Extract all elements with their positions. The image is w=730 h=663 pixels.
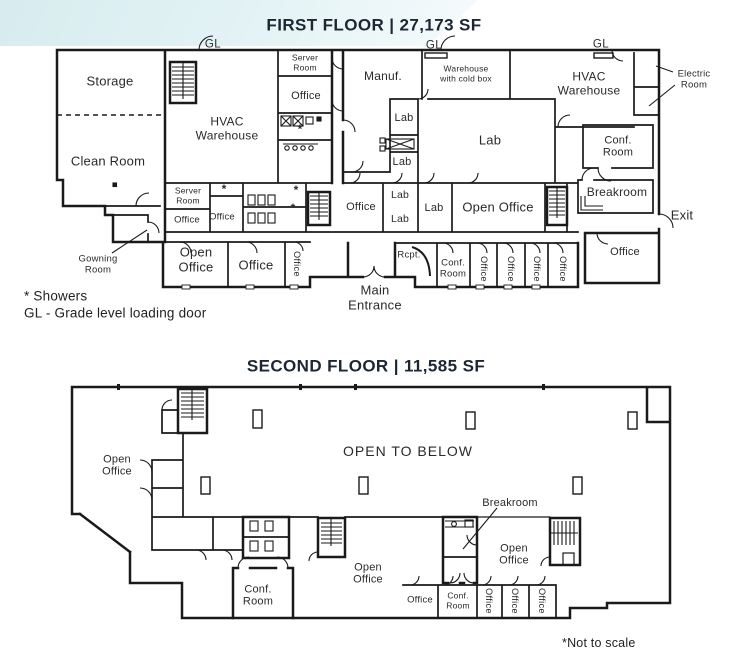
room-label-open-office-mid: Open Office [462, 199, 534, 215]
room-label-hvac-warehouse-left: HVAC Warehouse [195, 114, 259, 142]
legend-grade-level: GL - Grade level loading door [24, 305, 207, 321]
legend-showers: * Showers [24, 288, 88, 304]
room-label-main-entrance: Main Entrance [348, 282, 402, 312]
room-label-office-labrow: Office [346, 200, 376, 213]
floor2-interior-walls [151, 409, 575, 619]
room-label-open-office-bottom: Open Office [178, 244, 214, 274]
room-label-clean-room: Clean Room [70, 153, 146, 169]
floor1-doors-and-fixtures [111, 35, 676, 290]
room-label-f2-office-vertical-2: Office [510, 588, 521, 614]
room-label-office-top: Office [291, 89, 321, 102]
room-label-conf-room-entry: Conf. Room [439, 257, 467, 279]
room-label-server-room-mid: Server Room [174, 185, 202, 205]
floor2-doors-and-fixtures [117, 384, 638, 586]
room-label-f2-conf-room-left: Conf. Room [242, 583, 274, 608]
room-label-office-vertical-3: Office [506, 256, 517, 282]
shower-marker: * [221, 182, 227, 197]
floor2-title: SECOND FLOOR | 11,585 SF [246, 356, 486, 376]
shower-marker: * [290, 201, 296, 216]
room-label-lab-1: Lab [394, 111, 414, 124]
room-label-f2-office: Office [407, 594, 433, 606]
room-label-f2-breakroom: Breakroom [482, 496, 538, 509]
room-label-manuf: Manuf. [364, 69, 402, 84]
room-label-exit: Exit [670, 207, 694, 223]
room-label-lab-5: Lab [424, 201, 444, 214]
floor1-outer-walls [55, 48, 661, 289]
floor1-title: FIRST FLOOR | 27,173 SF [266, 15, 482, 35]
room-label-lab-3: Lab [390, 189, 410, 202]
gl-marker: GL [592, 38, 610, 51]
room-label-electric-room: Electric Room [677, 68, 711, 90]
room-label-f2-open-office-right: Open Office [499, 542, 529, 567]
room-label-office-vertical-1: Office [292, 251, 303, 277]
room-label-f2-open-to-below: OPEN TO BELOW [343, 443, 473, 460]
room-label-breakroom: Breakroom [586, 185, 648, 200]
shower-marker: * [293, 183, 299, 198]
room-label-office-vertical-5: Office [558, 256, 569, 282]
floor1-interior-walls [104, 49, 660, 288]
room-label-lab-2: Lab [392, 155, 412, 168]
room-label-office-mid-2: Office [209, 211, 235, 223]
room-label-lab-4: Lab [390, 213, 410, 226]
room-label-storage: Storage [86, 73, 134, 89]
gl-marker: GL [425, 39, 443, 52]
note-not-to-scale: *Not to scale [562, 635, 636, 650]
room-label-office-mid-1: Office [174, 214, 200, 226]
room-label-f2-conf-room-small: Conf. Room [446, 590, 470, 610]
room-label-office-bottom-right: Office [610, 245, 640, 258]
room-label-f2-office-vertical-3: Office [537, 588, 548, 614]
room-label-office-vertical-4: Office [532, 256, 543, 282]
room-label-office-bottom: Office [238, 257, 274, 273]
room-label-server-room-top: Server Room [291, 52, 319, 72]
room-label-reception: Rcpt. [397, 249, 421, 261]
room-label-office-vertical-2: Office [479, 256, 490, 282]
room-label-lab-main: Lab [478, 132, 502, 148]
header-band [0, 0, 478, 46]
room-label-conf-room-right: Conf. Room [602, 134, 634, 159]
shower-marker: * [297, 122, 303, 137]
room-label-gowning-room: Gowning Room [78, 253, 118, 275]
gl-marker: GL [204, 38, 222, 51]
room-label-f2-office-vertical-1: Office [484, 588, 495, 614]
room-label-f2-open-office-mid: Open Office [353, 561, 383, 586]
room-label-f2-open-office-left: Open Office [102, 453, 132, 478]
room-label-warehouse-cold-box: Warehouse with cold box [440, 63, 492, 83]
room-label-hvac-warehouse-right: HVAC Warehouse [557, 69, 621, 97]
